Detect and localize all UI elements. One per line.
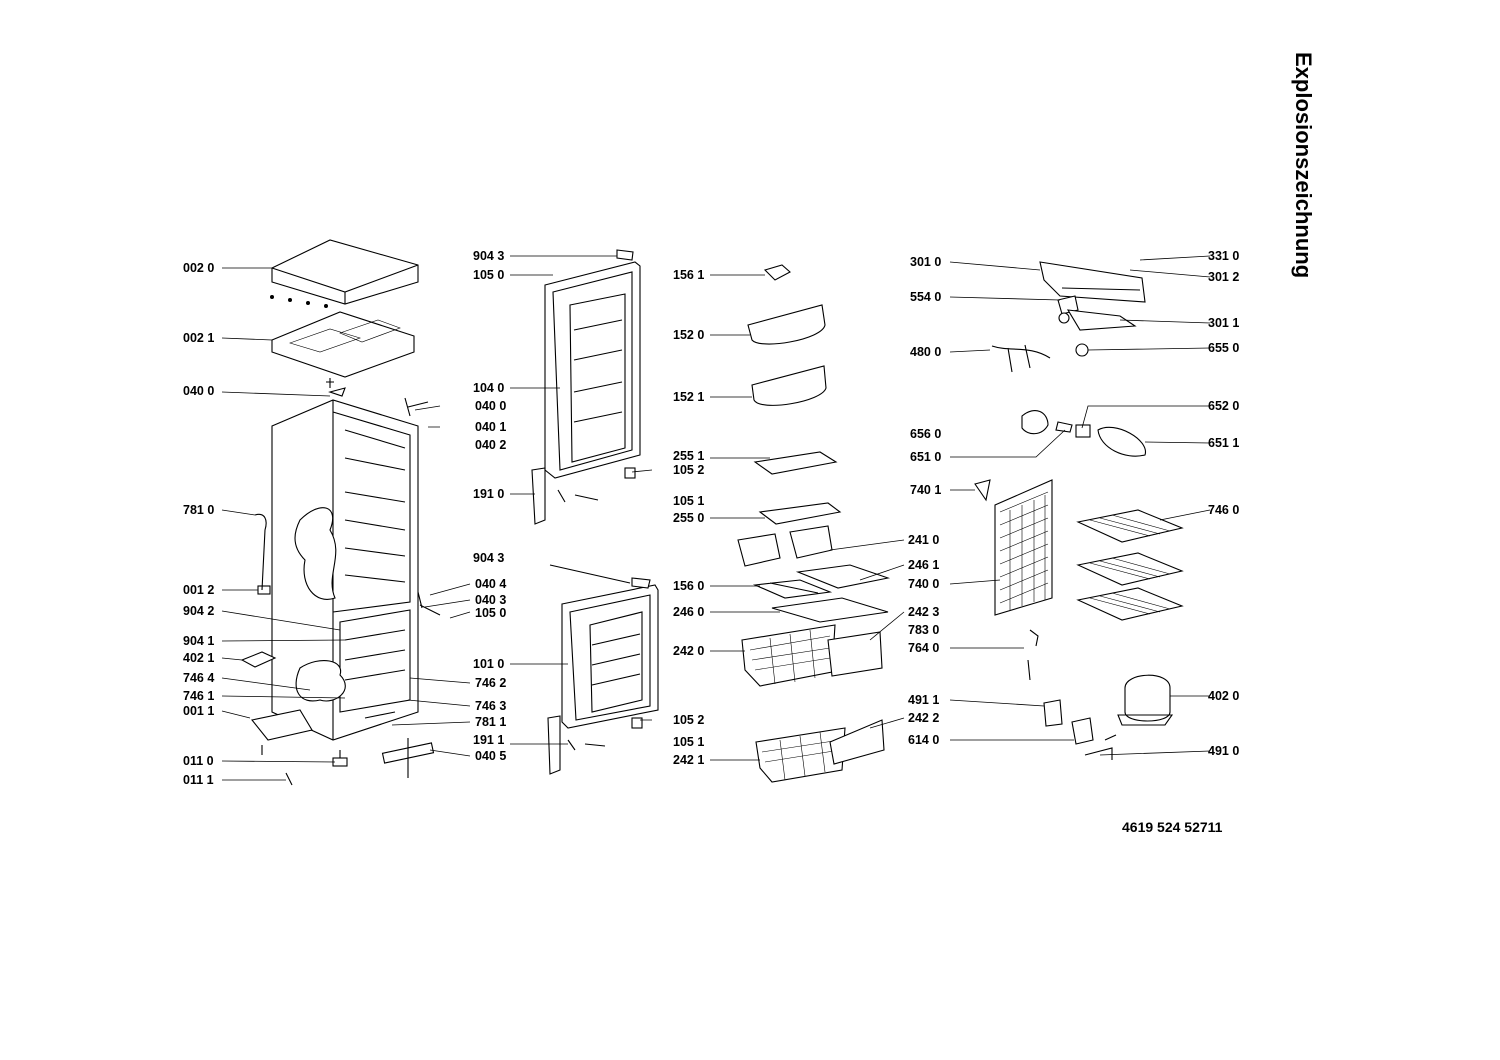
callout: 241 0 <box>908 533 940 547</box>
doors-group <box>531 249 659 775</box>
callout: 040 2 <box>475 438 507 452</box>
callout: 402 0 <box>1208 689 1240 703</box>
callout: 040 0 <box>183 384 215 398</box>
top-cover <box>271 239 419 305</box>
door-shelf-1 <box>747 304 826 345</box>
callout: 255 1 <box>673 449 705 463</box>
callout: 101 0 <box>473 657 505 671</box>
callout: 105 0 <box>473 268 505 282</box>
callout: 105 2 <box>673 463 705 477</box>
callout: 764 0 <box>908 641 940 655</box>
callout: 242 0 <box>673 644 705 658</box>
control-housing <box>1039 261 1146 303</box>
shelves-group <box>737 264 891 783</box>
callout: 002 0 <box>183 261 215 275</box>
callout: 781 1 <box>475 715 507 729</box>
small-box-2 <box>789 525 833 559</box>
leader-lines <box>221 255 1211 781</box>
callout: 651 0 <box>910 450 942 464</box>
callout: 651 1 <box>1208 436 1240 450</box>
callout: 105 1 <box>673 494 705 508</box>
callout: 105 2 <box>673 713 705 727</box>
callout: 191 1 <box>473 733 505 747</box>
document-number: 4619 524 52711 <box>1122 819 1223 835</box>
callout: 904 3 <box>473 249 505 263</box>
callout: 104 0 <box>473 381 505 395</box>
door-shelf-2 <box>751 365 827 406</box>
callout: 781 0 <box>183 503 215 517</box>
callout: 242 1 <box>673 753 705 767</box>
callout: 040 5 <box>475 749 507 763</box>
top-panel <box>271 311 415 378</box>
callout: 255 0 <box>673 511 705 525</box>
lower-door <box>561 584 659 729</box>
callout: 746 3 <box>475 699 507 713</box>
callout: 001 1 <box>183 704 215 718</box>
callout: 656 0 <box>910 427 942 441</box>
callout: 242 2 <box>908 711 940 725</box>
callout: 783 0 <box>908 623 940 637</box>
freezer-basket-1 <box>741 624 836 687</box>
components-group <box>974 261 1184 760</box>
callout: 740 1 <box>910 483 942 497</box>
small-box-1 <box>737 533 781 567</box>
callout: 491 0 <box>1208 744 1240 758</box>
callout: 152 1 <box>673 390 705 404</box>
callout: 480 0 <box>910 345 942 359</box>
compressor <box>1124 674 1171 722</box>
callout: 904 3 <box>473 551 505 565</box>
callout: 040 4 <box>475 577 507 591</box>
callout: 740 0 <box>908 577 940 591</box>
callout: 040 0 <box>475 399 507 413</box>
callout: 402 1 <box>183 651 215 665</box>
callout: 331 0 <box>1208 249 1240 263</box>
callout: 554 0 <box>910 290 942 304</box>
callout: 011 0 <box>183 754 214 768</box>
callout: 011 1 <box>183 773 214 787</box>
callout: 301 1 <box>1208 316 1240 330</box>
callout: 746 2 <box>475 676 507 690</box>
callout: 105 0 <box>475 606 507 620</box>
callout: 002 1 <box>183 331 215 345</box>
callout: 246 0 <box>673 605 705 619</box>
cabinet-group <box>240 239 441 786</box>
callout: 655 0 <box>1208 341 1240 355</box>
callout: 246 1 <box>908 558 940 572</box>
callout: 105 1 <box>673 735 705 749</box>
callout: 614 0 <box>908 733 940 747</box>
callout: 001 2 <box>183 583 215 597</box>
callout: 242 3 <box>908 605 940 619</box>
callout: 746 4 <box>183 671 215 685</box>
evaporator-coil <box>994 479 1053 616</box>
freezer-basket-2 <box>755 727 846 783</box>
callout: 652 0 <box>1208 399 1240 413</box>
callout: 040 3 <box>475 593 507 607</box>
drawing-title: Explosionszeichnung <box>1291 52 1316 279</box>
callout: 040 1 <box>475 420 507 434</box>
callout: 301 0 <box>910 255 942 269</box>
callout: 301 2 <box>1208 270 1240 284</box>
callout: 491 1 <box>908 693 940 707</box>
callout: 156 1 <box>673 268 705 282</box>
callout: 904 2 <box>183 604 215 618</box>
callout: 152 0 <box>673 328 705 342</box>
callout: 746 1 <box>183 689 215 703</box>
callout: 904 1 <box>183 634 215 648</box>
callout: 746 0 <box>1208 503 1240 517</box>
callout: 156 0 <box>673 579 705 593</box>
callout: 191 0 <box>473 487 505 501</box>
